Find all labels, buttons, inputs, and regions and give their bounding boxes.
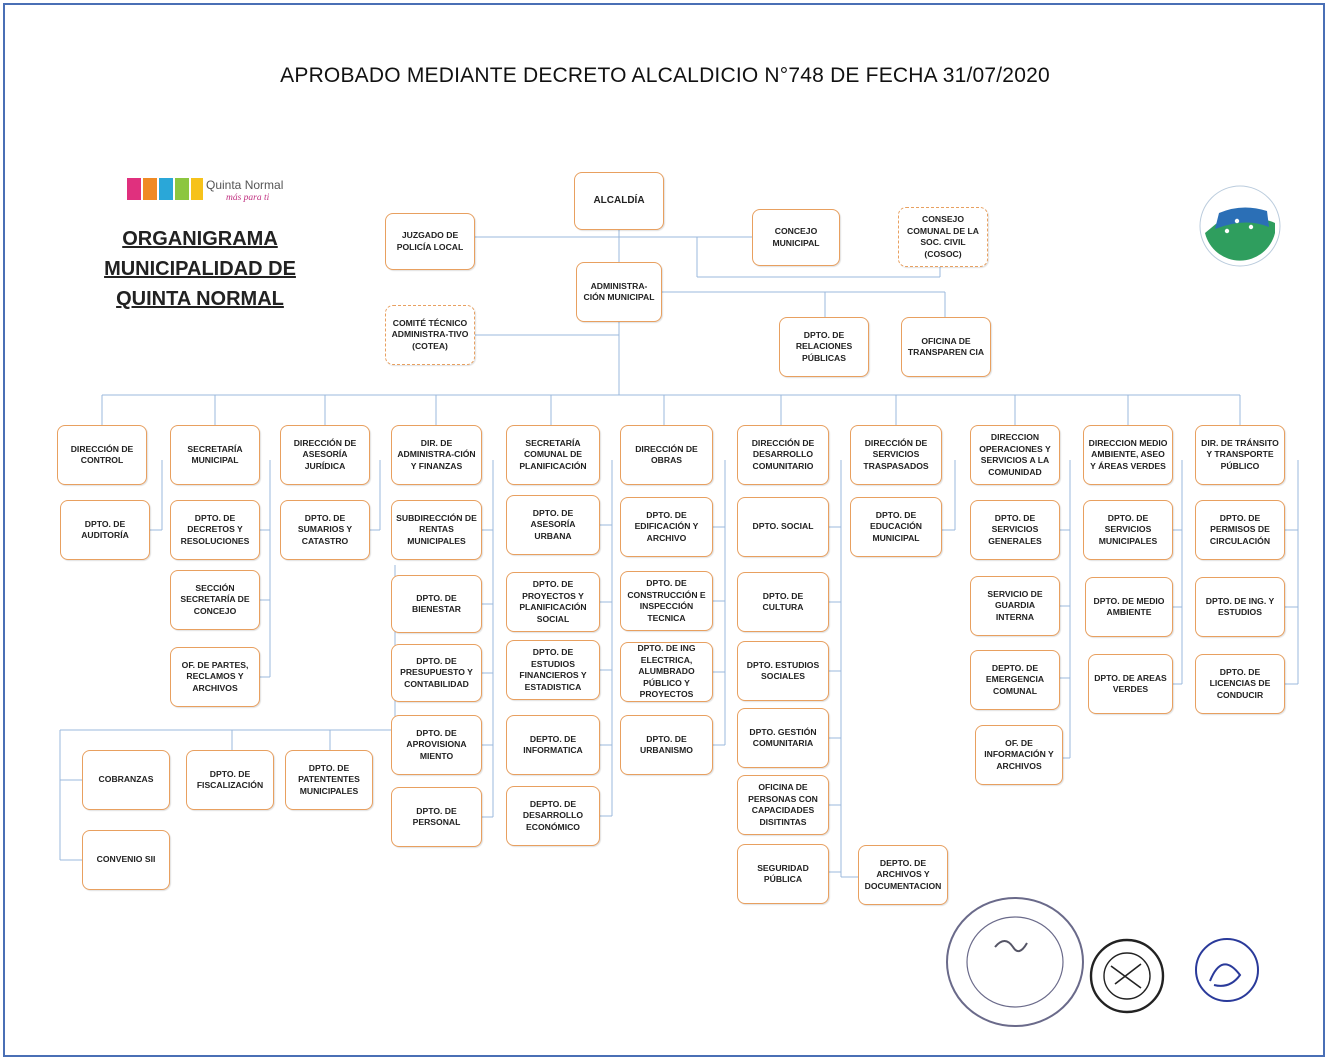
unit-box: DPTO. DE ING. Y ESTUDIOS bbox=[1195, 577, 1285, 637]
direction-box: DIR. DE TRÁNSITO Y TRANSPORTE PÚBLICO bbox=[1195, 425, 1285, 485]
unit-box: DPTO. DE AUDITORÍA bbox=[60, 500, 150, 560]
unit-box: DPTO. DE PRESUPUESTO Y CONTABILIDAD bbox=[391, 644, 482, 702]
direction-box: DIRECCIÓN DE DESARROLLO COMUNITARIO bbox=[737, 425, 829, 485]
direction-box: DIRECCIÓN DE OBRAS bbox=[620, 425, 713, 485]
unit-box: DPTO. DE CONSTRUCCIÓN E INSPECCIÓN TECNI… bbox=[620, 571, 713, 631]
unit-box: DPTO. DE PROYECTOS Y PLANIFICACIÓN SOCIA… bbox=[506, 572, 600, 632]
page-title: ORGANIGRAMA MUNICIPALIDAD DE QUINTA NORM… bbox=[95, 224, 305, 314]
unit-box: DPTO. DE PERSONAL bbox=[391, 787, 482, 847]
unit-box: DPTO. DE AREAS VERDES bbox=[1088, 654, 1173, 714]
direction-box: SECRETARÍA MUNICIPAL bbox=[170, 425, 260, 485]
unit-box: DPTO. DE ESTUDIOS FINANCIEROS Y ESTADIST… bbox=[506, 640, 600, 700]
quinta-normal-logo bbox=[127, 178, 203, 200]
direction-box: DIR. DE ADMINISTRA-CIÓN Y FINANZAS bbox=[391, 425, 482, 485]
unit-box: DPTO. GESTIÓN COMUNITARIA bbox=[737, 708, 829, 768]
unit-box: DPTO. DE SERVICIOS GENERALES bbox=[970, 500, 1060, 560]
unit-box: OFICINA DE PERSONAS CON CAPACIDADES DISI… bbox=[737, 775, 829, 835]
unit-box: DPTO. DE LICENCIAS DE CONDUCIR bbox=[1195, 654, 1285, 714]
municipal-seal-stamp bbox=[946, 897, 1084, 1027]
unit-box: SERVICIO DE GUARDIA INTERNA bbox=[970, 576, 1060, 636]
unit-box: DPTO. DE URBANISMO bbox=[620, 715, 713, 775]
unit-box: DPTO. DE ASESORÍA URBANA bbox=[506, 495, 600, 555]
unit-box: DEPTO. DE INFORMATICA bbox=[506, 715, 600, 775]
unit-box: DPTO. DE BIENESTAR bbox=[391, 575, 482, 633]
unit-box: DPTO. DE PATENTENTES MUNICIPALES bbox=[285, 750, 373, 810]
unit-box: OF. DE INFORMACIÓN Y ARCHIVOS bbox=[975, 725, 1063, 785]
visado-secpla-stamp bbox=[1195, 938, 1259, 1002]
unit-box: DPTO. DE EDUCACIÓN MUNICIPAL bbox=[850, 497, 942, 557]
secondary-seal-stamp bbox=[1089, 938, 1165, 1014]
cotea-box: COMITÉ TÉCNICO ADMINISTRA-TIVO (COTEA) bbox=[385, 305, 475, 365]
title-line: ORGANIGRAMA bbox=[122, 228, 278, 250]
unit-box: DPTO. DE PERMISOS DE CIRCULACIÓN bbox=[1195, 500, 1285, 560]
unit-box: SECCIÓN SECRETARÍA DE CONCEJO bbox=[170, 570, 260, 630]
approval-header: APROBADO MEDIANTE DECRETO ALCALDICIO N°7… bbox=[280, 64, 1050, 87]
unit-box: DPTO. DE SUMARIOS Y CATASTRO bbox=[280, 500, 370, 560]
relaciones-publicas-box: DPTO. DE RELACIONES PÚBLICAS bbox=[779, 317, 869, 377]
concejo-box: CONCEJO MUNICIPAL bbox=[752, 209, 840, 266]
direction-box: DIRECCION MEDIO AMBIENTE, ASEO Y ÁREAS V… bbox=[1083, 425, 1173, 485]
juzgado-box: JUZGADO DE POLICÍA LOCAL bbox=[385, 213, 475, 270]
unit-box: SEGURIDAD PÚBLICA bbox=[737, 844, 829, 904]
unit-box: OF. DE PARTES, RECLAMOS Y ARCHIVOS bbox=[170, 647, 260, 707]
unit-box: DPTO. DE ING ELECTRICA, ALUMBRADO PÚBLIC… bbox=[620, 642, 713, 702]
environmental-certification-logo bbox=[1199, 185, 1281, 267]
unit-box: DPTO. SOCIAL bbox=[737, 497, 829, 557]
unit-box: DPTO. DE CULTURA bbox=[737, 572, 829, 632]
unit-box: DEPTO. DE ARCHIVOS Y DOCUMENTACION bbox=[858, 845, 948, 905]
direction-box: DIRECCIÓN DE CONTROL bbox=[57, 425, 147, 485]
unit-box: DPTO. DE DECRETOS Y RESOLUCIONES bbox=[170, 500, 260, 560]
unit-box: DPTO. DE FISCALIZACIÓN bbox=[186, 750, 274, 810]
unit-box: DPTO. DE EDIFICACIÓN Y ARCHIVO bbox=[620, 497, 713, 557]
direction-box: DIRECCIÓN DE ASESORÍA JURÍDICA bbox=[280, 425, 370, 485]
unit-box: COBRANZAS bbox=[82, 750, 170, 810]
logo-name: Quinta Normal bbox=[206, 178, 284, 192]
transparencia-box: OFICINA DE TRANSPAREN CIA bbox=[901, 317, 991, 377]
direction-box: DIRECCIÓN DE SERVICIOS TRASPASADOS bbox=[850, 425, 942, 485]
unit-box: DPTO. DE MEDIO AMBIENTE bbox=[1085, 577, 1173, 637]
logo-slogan: más para ti bbox=[226, 193, 270, 203]
unit-box: DEPTO. DE EMERGENCIA COMUNAL bbox=[970, 650, 1060, 710]
alcaldia-box: ALCALDÍA bbox=[574, 172, 664, 230]
direction-box: DIRECCION OPERACIONES Y SERVICIOS A LA C… bbox=[970, 425, 1060, 485]
unit-box: DPTO. ESTUDIOS SOCIALES bbox=[737, 641, 829, 701]
cosoc-box: CONSEJO COMUNAL DE LA SOC. CIVIL (COSOC) bbox=[898, 207, 988, 267]
unit-box: DEPTO. DE DESARROLLO ECONÓMICO bbox=[506, 786, 600, 846]
unit-box: DPTO. DE APROVISIONA MIENTO bbox=[391, 715, 482, 775]
administracion-box: ADMINISTRA-CIÓN MUNICIPAL bbox=[576, 262, 662, 322]
direction-box: SECRETARÍA COMUNAL DE PLANIFICACIÓN bbox=[506, 425, 600, 485]
title-line: QUINTA NORMAL bbox=[116, 288, 284, 310]
page-frame bbox=[3, 3, 1325, 1057]
unit-box: DPTO. DE SERVICIOS MUNICIPALES bbox=[1083, 500, 1173, 560]
title-line: MUNICIPALIDAD DE bbox=[104, 258, 296, 280]
unit-box: SUBDIRECCIÓN DE RENTAS MUNICIPALES bbox=[391, 500, 482, 560]
unit-box: CONVENIO SII bbox=[82, 830, 170, 890]
